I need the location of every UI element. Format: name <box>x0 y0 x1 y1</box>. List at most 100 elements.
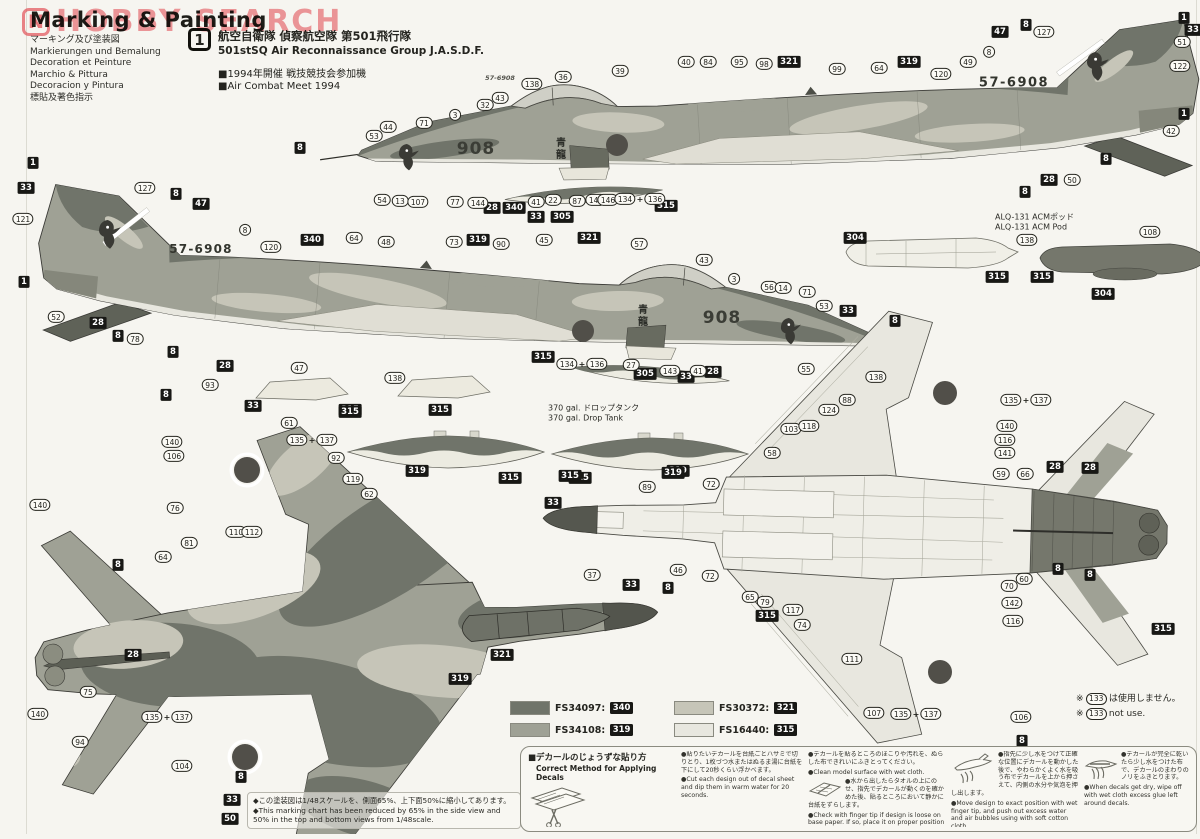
fs-code: FS34097: <box>555 702 606 714</box>
ref-callout-50: 50 <box>1063 173 1081 187</box>
ref-callout-135+137: 135+137 <box>286 433 338 447</box>
ref-callout-73: 73 <box>445 235 463 249</box>
tail-code-upper-side-view: 57-6908 <box>978 75 1050 91</box>
decal-step-4: ●指先に少し水をつけて正確な位置にデカールを動かした後で、やわらかくよく水を吸う… <box>951 751 1079 827</box>
ref-callout-124: 124 <box>818 403 840 417</box>
ref-callout-3: 3 <box>728 272 740 286</box>
ref-callout-108: 108 <box>1139 225 1161 239</box>
ref-callout-134: 134 <box>556 357 578 371</box>
decal-callout-1: 1 <box>1178 11 1190 25</box>
ref-callout-137: 137 <box>316 433 338 447</box>
ref-callout-136: 136 <box>586 357 608 371</box>
decal-callout-319: 319 <box>448 672 472 686</box>
drop-tank-2 <box>550 432 750 471</box>
scheme-number-icon: 1 <box>188 28 211 51</box>
tail-code-lower-side-view: 57-6908 <box>169 242 233 256</box>
ref-callout-98: 98 <box>755 57 773 71</box>
header-subtitle: 標貼及著色指示 <box>30 92 94 103</box>
decal-callout-28: 28 <box>1040 173 1058 187</box>
step-3-en: ●Check with finger tip if design is loos… <box>808 811 945 827</box>
decal-instructions-panel: ■デカールのじょうずな貼り方 Correct Method for Applyi… <box>520 746 1197 832</box>
decal-callout-340: 340 <box>300 233 324 247</box>
ref-callout-45: 45 <box>535 233 553 247</box>
acm-pod-label-en: ALQ-131 ACM Pod <box>995 222 1068 232</box>
sheet-edge-right <box>1196 0 1197 834</box>
decal-callout-319: 319 <box>405 464 429 478</box>
unused-decal-badge: 133 <box>1085 692 1107 705</box>
ref-callout-89: 89 <box>638 480 656 494</box>
plus-sign: + <box>1022 395 1030 405</box>
decal-callout-8: 8 <box>235 770 247 784</box>
ref-callout-107: 107 <box>863 706 885 720</box>
ref-callout-60: 60 <box>1015 572 1033 586</box>
mascot-woodpecker-3 <box>99 220 121 249</box>
ref-callout-47: 47 <box>290 361 308 375</box>
ref-callout-62: 62 <box>360 487 378 501</box>
header-subtitle: Markierungen und Bemalung <box>30 46 161 57</box>
decal-callout-321: 321 <box>577 231 601 245</box>
decal-callout-28: 28 <box>216 359 234 373</box>
ref-callout-51: 51 <box>1173 35 1191 49</box>
decal-step-5: ●デカールが完全に乾いたら少し水をつけた布で、デカールのまわりのノリをふきとりま… <box>1084 751 1189 827</box>
decal-number-badge: 321 <box>774 701 797 715</box>
decal-callout-8: 8 <box>294 141 306 155</box>
decal-panel-title-en: Correct Method for Applying Decals <box>536 764 657 782</box>
ref-callout-135+137: 135+137 <box>890 707 942 721</box>
ref-callout-144: 144 <box>467 196 489 210</box>
wing-pylon-1 <box>255 377 349 401</box>
ref-callout-53: 53 <box>365 129 383 143</box>
ref-callout-140: 140 <box>29 498 51 512</box>
ref-callout-137: 137 <box>920 707 942 721</box>
ref-callout-71: 71 <box>415 116 433 130</box>
color-swatch <box>674 701 714 715</box>
plus-sign: + <box>578 359 586 369</box>
ref-callout-81: 81 <box>180 536 198 550</box>
ref-callout-142: 142 <box>1001 596 1023 610</box>
decal-callout-8: 8 <box>170 187 182 201</box>
nose-number-lower-side-view: 908 <box>702 308 742 328</box>
ref-callout-72: 72 <box>701 569 719 583</box>
ref-callout-87: 87 <box>568 194 586 208</box>
ref-callout-137: 137 <box>171 710 193 724</box>
step-3-jp: ●水から出したらタオルの上にのせ、指先でデカールが動くのを確かめた後、貼るところ… <box>808 778 944 809</box>
ref-callout-36: 36 <box>554 70 572 84</box>
step-2-jp: ●デカールを貼るところのほこりや汚れを、ぬらした布できれいにふきとってください。 <box>808 751 944 766</box>
ref-callout-106: 106 <box>1010 710 1032 724</box>
decal-number-badge: 315 <box>774 723 797 737</box>
ref-callout-77: 77 <box>446 195 464 209</box>
ref-callout-14: 14 <box>774 281 792 295</box>
decal-callout-319: 319 <box>661 466 685 480</box>
ref-callout-46: 46 <box>669 563 687 577</box>
ref-callout-64: 64 <box>345 231 363 245</box>
ref-callout-78: 78 <box>126 332 144 346</box>
header-subtitle: Marchio & Pittura <box>30 69 108 80</box>
mascot-woodpecker-2 <box>398 144 419 171</box>
decal-callout-8: 8 <box>1019 185 1031 199</box>
base-paper-illustration <box>808 782 842 797</box>
scheme-name-en: 501stSQ Air Reconnaissance Group J.A.S.D… <box>218 45 484 57</box>
ref-callout-27: 27 <box>622 358 640 372</box>
decal-callout-33: 33 <box>1184 23 1200 37</box>
decal-callout-1: 1 <box>1178 107 1190 121</box>
decal-callout-315: 315 <box>531 350 555 364</box>
ref-callout-52: 52 <box>47 310 65 324</box>
ref-callout-95: 95 <box>730 55 748 69</box>
decal-number-badge: 340 <box>610 701 633 715</box>
decal-panel-title-column: ■デカールのじょうずな貼り方 Correct Method for Applyi… <box>528 751 676 827</box>
ref-callout-75: 75 <box>79 685 97 699</box>
decal-callout-305: 305 <box>633 367 657 381</box>
ref-callout-122: 122 <box>1169 59 1191 73</box>
ref-callout-136: 136 <box>644 192 666 206</box>
ref-callout-134: 134 <box>614 192 636 206</box>
decal-callout-315: 315 <box>1151 622 1175 636</box>
decal-callout-28: 28 <box>124 648 142 662</box>
ref-callout-37: 37 <box>583 568 601 582</box>
seiryu-marking-lower: 青龍 <box>635 304 647 328</box>
hinomaru-roundels <box>227 134 957 775</box>
decal-callout-304: 304 <box>843 231 867 245</box>
decal-callout-28: 28 <box>704 365 722 379</box>
color-swatch <box>674 723 714 737</box>
ref-callout-8: 8 <box>983 45 995 59</box>
